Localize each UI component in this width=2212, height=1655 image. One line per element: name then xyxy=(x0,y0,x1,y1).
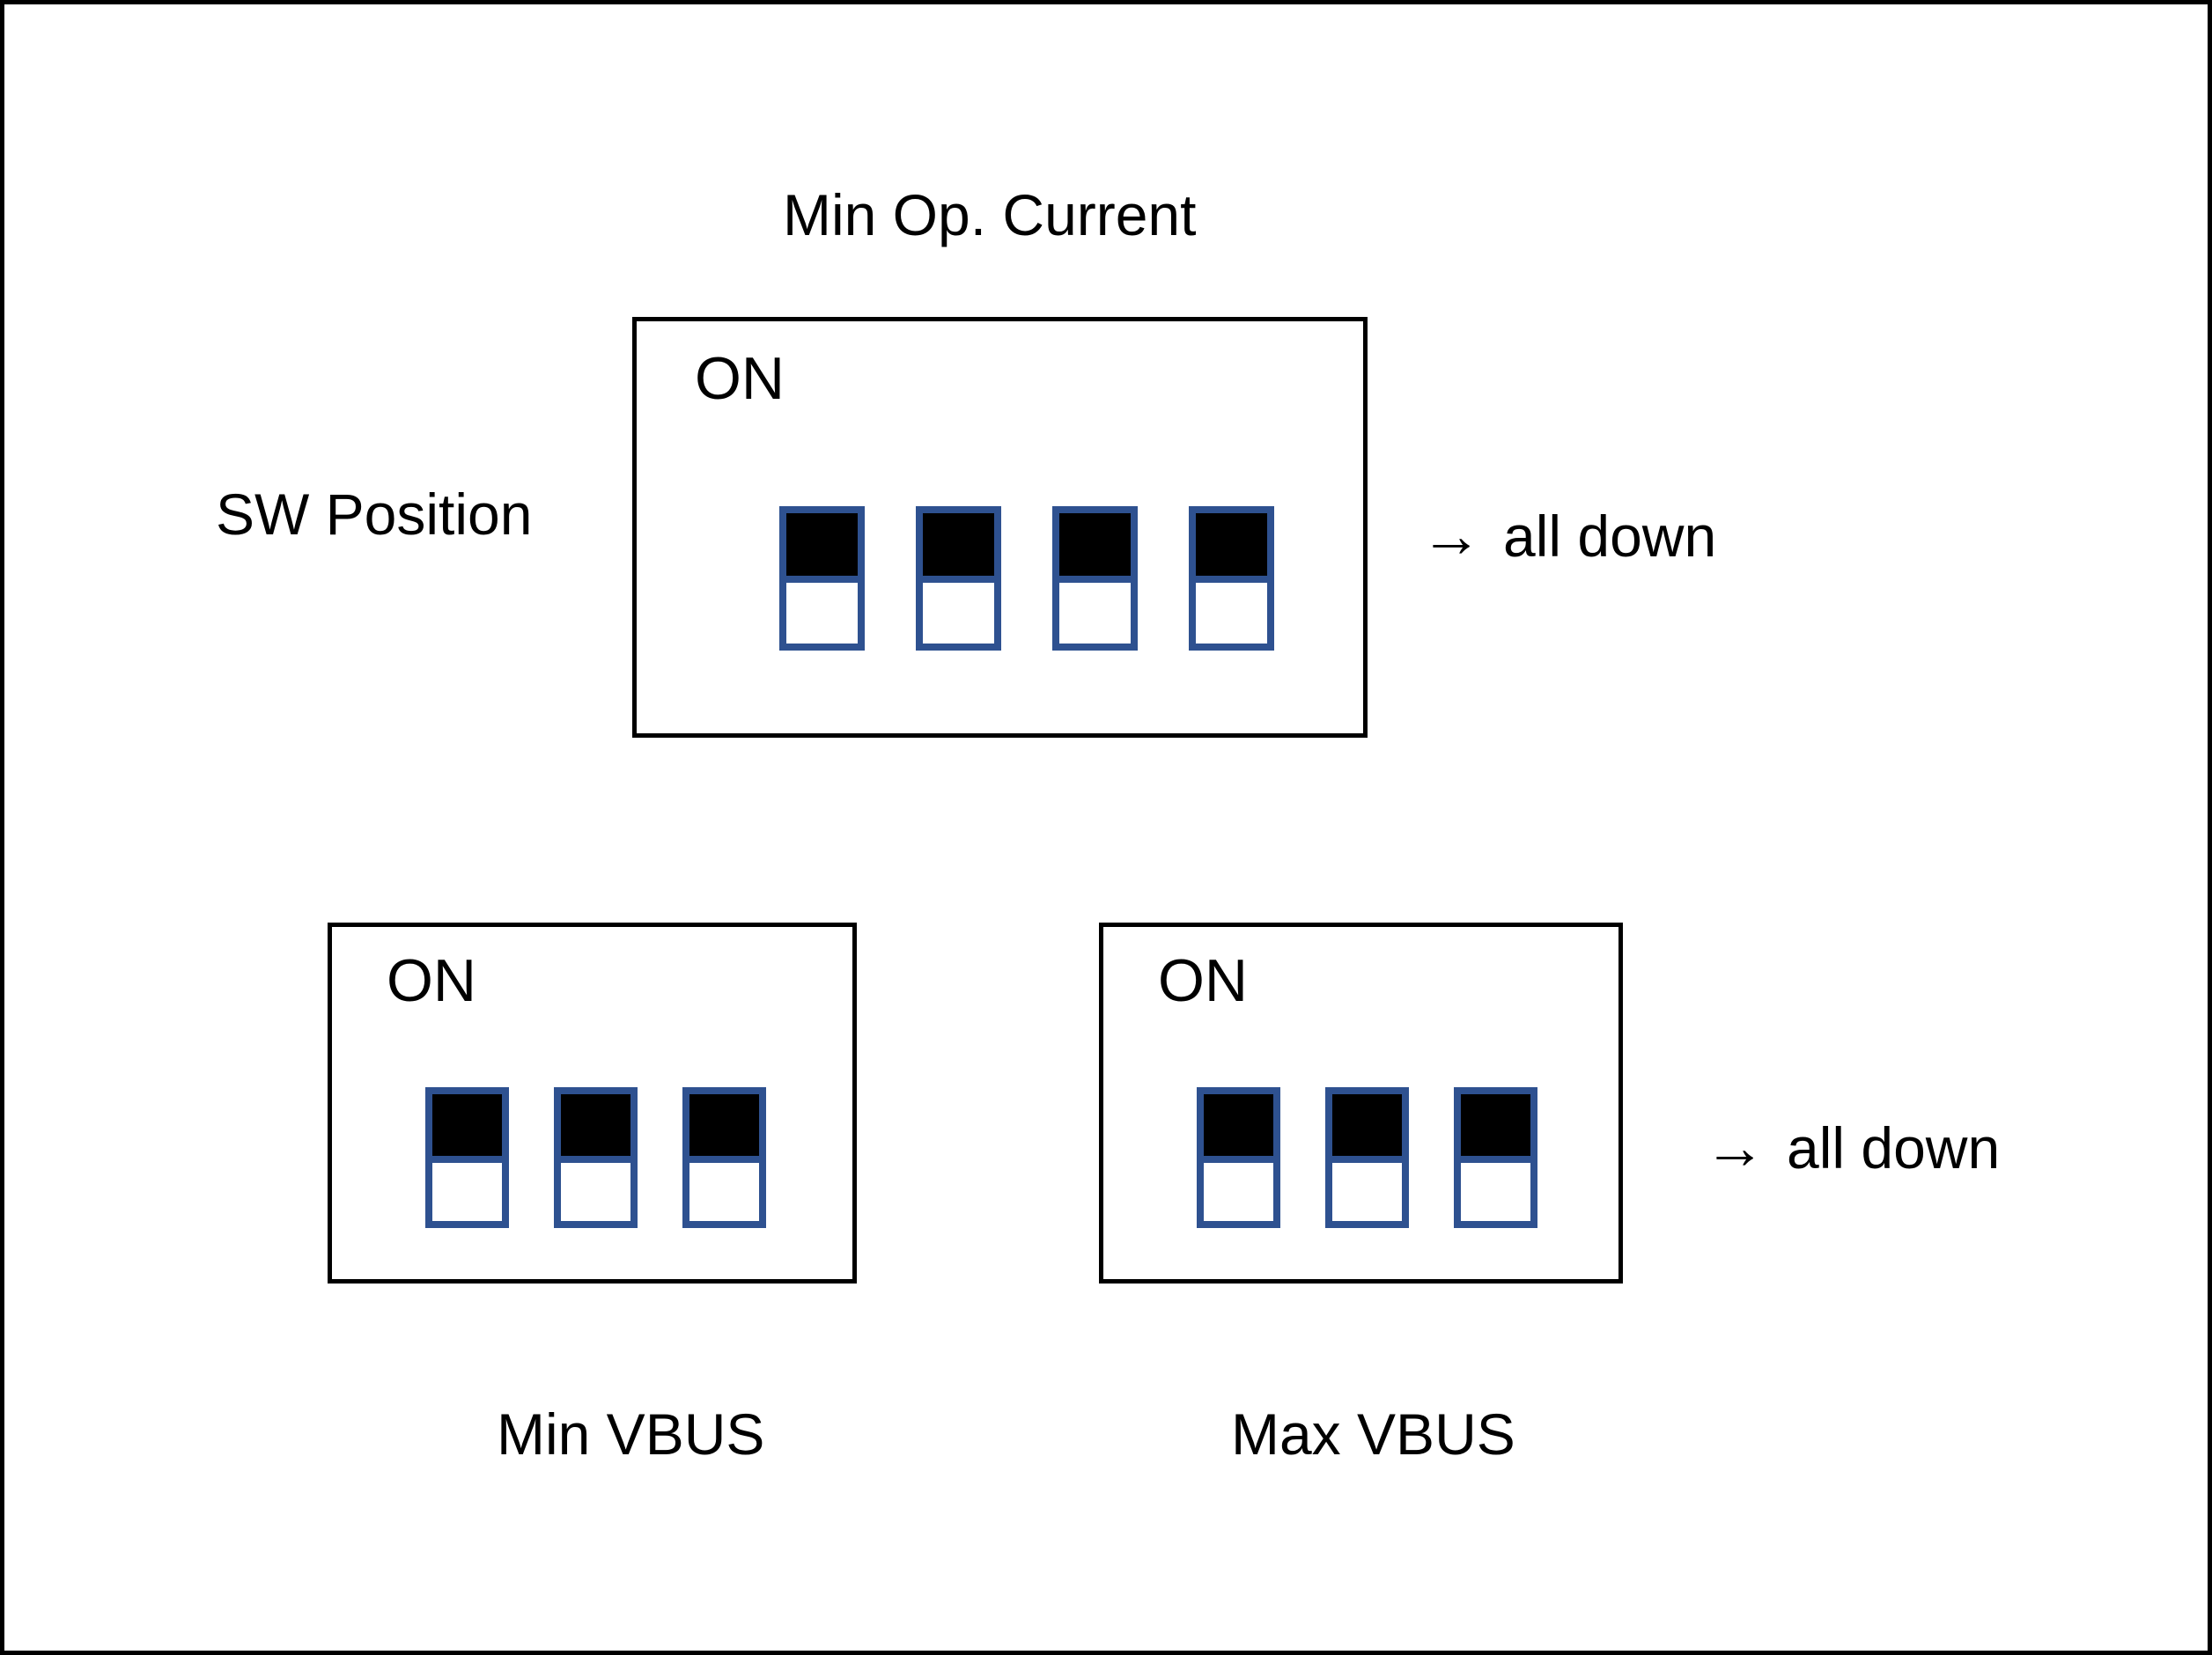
switch-actuator xyxy=(923,513,994,576)
on-label-min-op-current: ON xyxy=(695,345,785,412)
on-label-min-vbus: ON xyxy=(387,947,476,1014)
switch-body xyxy=(786,576,858,644)
max-vbus-caption: Max VBUS xyxy=(1231,1401,1515,1467)
arrow-right-icon: → xyxy=(1420,501,1482,570)
dip-switch-2[interactable] xyxy=(1325,1087,1409,1228)
dip-switch-2[interactable] xyxy=(916,506,1001,651)
switch-body xyxy=(1461,1156,1530,1221)
switch-actuator xyxy=(432,1094,502,1156)
dip-package-min-op-current[interactable]: ON xyxy=(632,317,1368,738)
switch-actuator xyxy=(1204,1094,1273,1156)
note-all-down-top: → all down xyxy=(1420,501,1717,570)
switch-row-min-vbus xyxy=(425,1087,766,1228)
switch-body xyxy=(432,1156,502,1221)
switch-body xyxy=(923,576,994,644)
switch-actuator xyxy=(561,1094,630,1156)
min-op-current-title: Min Op. Current xyxy=(783,182,1197,247)
note-all-down-bottom-text: all down xyxy=(1787,1115,2001,1181)
switch-body xyxy=(561,1156,630,1221)
dip-package-max-vbus[interactable]: ON xyxy=(1099,923,1623,1284)
switch-actuator xyxy=(1461,1094,1530,1156)
switch-actuator xyxy=(786,513,858,576)
switch-body xyxy=(1332,1156,1402,1221)
dip-switch-3[interactable] xyxy=(682,1087,766,1228)
sw-position-label: SW Position xyxy=(216,482,533,547)
switch-actuator xyxy=(1059,513,1131,576)
switch-body xyxy=(1204,1156,1273,1221)
switch-actuator xyxy=(1196,513,1267,576)
switch-actuator xyxy=(1332,1094,1402,1156)
note-all-down-bottom: → all down xyxy=(1704,1113,2001,1181)
dip-switch-1[interactable] xyxy=(779,506,865,651)
dip-switch-2[interactable] xyxy=(554,1087,638,1228)
min-vbus-caption: Min VBUS xyxy=(497,1401,765,1467)
switch-row-max-vbus xyxy=(1197,1087,1537,1228)
note-all-down-top-text: all down xyxy=(1503,504,1717,570)
switch-body xyxy=(689,1156,759,1221)
on-label-max-vbus: ON xyxy=(1158,947,1248,1014)
switch-body xyxy=(1059,576,1131,644)
switch-row-min-op-current xyxy=(779,506,1274,651)
arrow-right-icon: → xyxy=(1704,1113,1766,1181)
dip-switch-3[interactable] xyxy=(1052,506,1138,651)
switch-body xyxy=(1196,576,1267,644)
dip-switch-4[interactable] xyxy=(1189,506,1274,651)
dip-switch-3[interactable] xyxy=(1454,1087,1537,1228)
dip-switch-1[interactable] xyxy=(425,1087,509,1228)
dip-package-min-vbus[interactable]: ON xyxy=(328,923,857,1284)
dip-switch-1[interactable] xyxy=(1197,1087,1280,1228)
switch-actuator xyxy=(689,1094,759,1156)
